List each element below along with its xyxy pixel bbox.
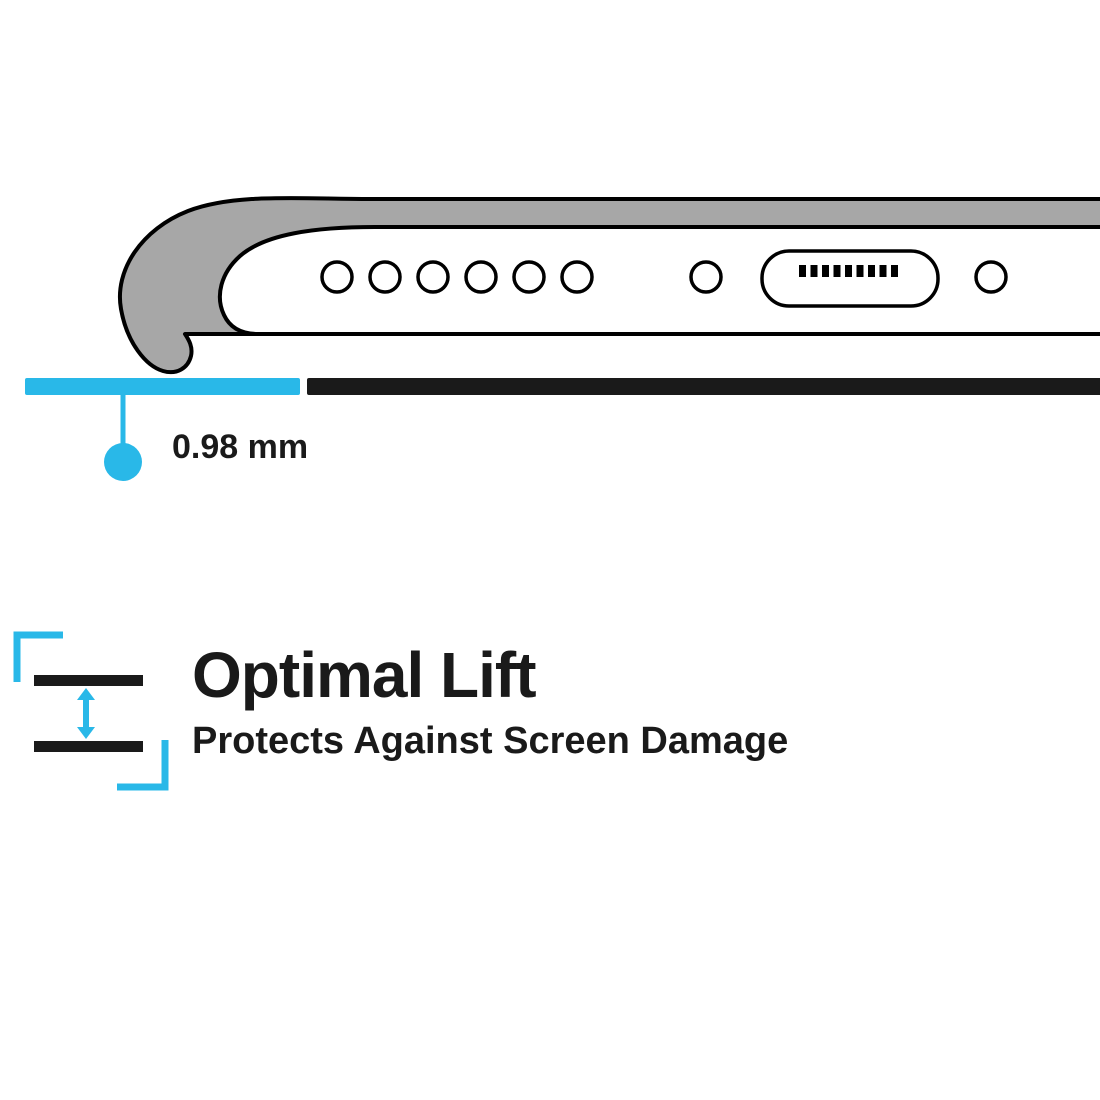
speaker-hole [560,260,594,294]
feature-subtitle: Protects Against Screen Damage [192,720,789,762]
charging-port [760,249,940,308]
mic-hole [689,260,723,294]
feature-section: Optimal Lift Protects Against Screen Dam… [6,626,788,798]
speaker-hole [512,260,546,294]
corner-bracket-top-left-icon [13,631,63,682]
surface-line-bar [307,378,1100,395]
speaker-hole [464,260,498,294]
phone-case-diagram: 0.98 mm [25,196,1100,481]
measurement-label: 0.98 mm [172,428,308,466]
screw-hole [974,260,1008,294]
feature-title: Optimal Lift [192,639,537,711]
measurement-dot-icon [104,443,142,481]
corner-bracket-bottom-right-icon [117,740,169,791]
speaker-hole [320,260,354,294]
arrow-up-icon [77,688,95,700]
feature-text-block: Optimal Lift Protects Against Screen Dam… [192,626,788,762]
gap-line-bottom [34,741,143,752]
speaker-hole [368,260,402,294]
lift-gap-bar [25,378,300,395]
gap-line-top [34,675,143,686]
speaker-holes [320,260,594,294]
speaker-hole [416,260,450,294]
optimal-lift-icon [13,631,169,791]
arrow-down-icon [77,727,95,739]
